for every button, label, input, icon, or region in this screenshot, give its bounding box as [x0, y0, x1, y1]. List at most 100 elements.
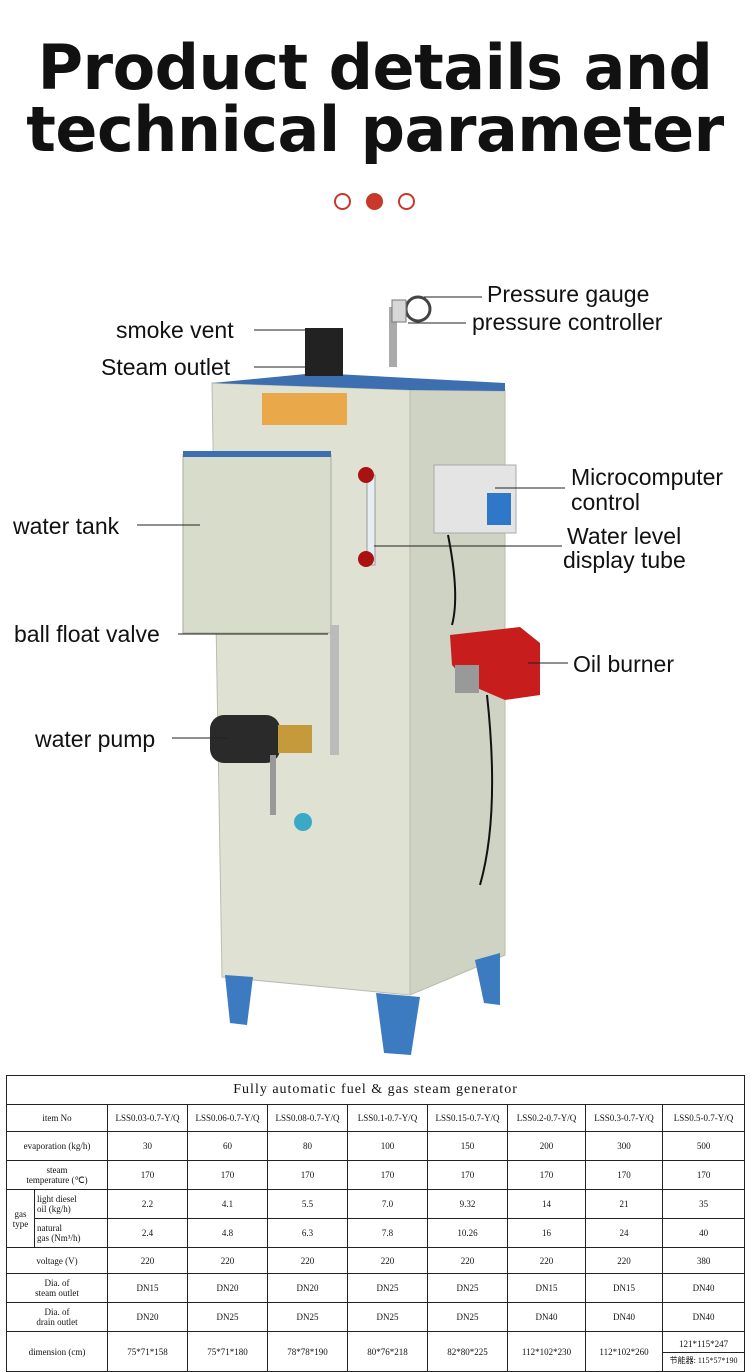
model-cell: LSS0.15-0.7-Y/Q [427, 1104, 508, 1132]
label-pressure-gauge: Pressure gauge [487, 281, 650, 307]
table-cell: 30 [107, 1131, 188, 1161]
row-label: natural gas (Nm³/h) [34, 1218, 108, 1248]
label-oil-burner: Oil burner [573, 651, 674, 677]
model-cell: LSS0.1-0.7-Y/Q [347, 1104, 428, 1132]
table-cell: 112*102*230 [507, 1331, 586, 1372]
label-water-pump: water pump [35, 726, 156, 752]
table-cell: DN40 [661, 1273, 746, 1303]
label-water-tank: water tank [13, 513, 120, 539]
table-cell: 100 [347, 1131, 428, 1161]
table-caption-row: Fully automatic fuel & gas steam generat… [5, 1075, 746, 1105]
label-water-level-line1: Water level [567, 523, 682, 549]
row-label-line: oil (kg/h) [37, 1204, 71, 1214]
table-cell: DN15 [585, 1273, 663, 1303]
table-cell: 170 [267, 1160, 348, 1190]
table-row: steam temperature (℃) 170 170 170 170 17… [6, 1160, 746, 1190]
table-cell: DN25 [187, 1302, 268, 1332]
level-valve-top [358, 467, 374, 483]
row-label: dimension (cm) [6, 1331, 108, 1372]
level-valve-bottom [358, 551, 374, 567]
title-line-1: Product details and [37, 31, 713, 104]
pressure-controller-box [391, 299, 407, 323]
table-cell: 220 [267, 1247, 348, 1274]
table-cell: 75*71*180 [187, 1331, 268, 1372]
gauge-pipe [389, 307, 397, 367]
row-label-line: Dia. of [44, 1307, 70, 1317]
leg-left [225, 975, 253, 1025]
row-label: evaporation (kg/h) [6, 1131, 108, 1161]
slide-indicator [334, 193, 418, 215]
table-row: evaporation (kg/h) 30 60 80 100 150 200 … [6, 1131, 746, 1161]
table-cell: 80*76*218 [347, 1331, 428, 1372]
table-row: Dia. of steam outlet DN15 DN20 DN20 DN25… [6, 1273, 746, 1303]
table-cell: 220 [187, 1247, 268, 1274]
model-cell: LSS0.03-0.7-Y/Q [107, 1104, 188, 1132]
steam-generator-illustration [137, 295, 568, 1055]
warning-sticker [262, 393, 347, 425]
table-cell: 220 [347, 1247, 428, 1274]
table-cell: 7.8 [347, 1218, 428, 1248]
table-cell: DN25 [347, 1302, 428, 1332]
table-cell: DN20 [187, 1273, 268, 1303]
label-microcomputer-line2: control [571, 489, 641, 515]
table-cell: 35 [661, 1189, 746, 1219]
row-label-line: steam outlet [35, 1288, 79, 1298]
table-cell: DN40 [585, 1302, 663, 1332]
row-label: light diesel oil (kg/h) [34, 1189, 108, 1219]
model-cell: LSS0.2-0.7-Y/Q [507, 1104, 586, 1132]
row-label-line: steam [46, 1164, 68, 1175]
row-label: steam temperature (℃) [6, 1160, 108, 1190]
model-cell: LSS0.3-0.7-Y/Q [585, 1104, 663, 1132]
indicator-dot-2 [366, 193, 383, 210]
row-label-line: type [12, 1218, 29, 1229]
indicator-dot-3 [398, 193, 415, 210]
leg-front [376, 993, 420, 1055]
table-cell: 5.5 [267, 1189, 348, 1219]
table-cell: 40 [661, 1218, 746, 1248]
specification-table: Fully automatic fuel & gas steam generat… [5, 1075, 746, 1372]
table-cell: DN40 [507, 1302, 586, 1332]
table-cell: 6.3 [267, 1218, 348, 1248]
table-caption: Fully automatic fuel & gas steam generat… [5, 1075, 746, 1105]
burner-fan-housing [455, 665, 479, 693]
table-cell: 200 [507, 1131, 586, 1161]
water-tank-box [182, 454, 332, 634]
row-label-line: natural [37, 1223, 62, 1233]
table-cell: 170 [507, 1160, 586, 1190]
table-cell: 220 [507, 1247, 586, 1274]
table-cell: 4.8 [187, 1218, 268, 1248]
table-cell: 170 [661, 1160, 746, 1190]
table-cell: 10.26 [427, 1218, 508, 1248]
table-header-row: item No LSS0.03-0.7-Y/Q LSS0.06-0.7-Y/Q … [6, 1104, 746, 1132]
control-panel [487, 493, 511, 525]
table-cell: 21 [585, 1189, 663, 1219]
pressure-gauge-dial [404, 295, 432, 323]
table-cell: 2.2 [107, 1189, 188, 1219]
table-row: Dia. of drain outlet DN20 DN25 DN25 DN25… [6, 1302, 746, 1332]
table-cell: 9.32 [427, 1189, 508, 1219]
gas-type-label: gas type [6, 1189, 35, 1248]
table-cell: 170 [107, 1160, 188, 1190]
water-tank-top [183, 451, 331, 457]
table-cell: 300 [585, 1131, 663, 1161]
smoke-vent-pipe [305, 328, 343, 376]
float-valve-pipe [330, 625, 339, 755]
table-cell: 4.1 [187, 1189, 268, 1219]
row-label: Dia. of drain outlet [6, 1302, 108, 1332]
table-row: voltage (V) 220 220 220 220 220 220 220 … [6, 1247, 746, 1274]
row-label: voltage (V) [6, 1247, 108, 1274]
dimension-extra: 节能器: 115*57*190 [669, 1355, 738, 1365]
label-ball-float-valve: ball float valve [14, 621, 160, 647]
table-cell: 150 [427, 1131, 508, 1161]
title-line-2: technical parameter [26, 93, 724, 166]
dimension-main: 121*115*247 [663, 1336, 745, 1353]
table-cell: DN20 [267, 1273, 348, 1303]
table-cell: 2.4 [107, 1218, 188, 1248]
label-smoke-vent: smoke vent [116, 317, 234, 343]
model-cell: LSS0.06-0.7-Y/Q [187, 1104, 268, 1132]
header-cell: item No [6, 1104, 108, 1132]
label-microcomputer-line1: Microcomputer [571, 464, 724, 490]
table-cell: DN25 [267, 1302, 348, 1332]
table-cell: DN25 [347, 1273, 428, 1303]
table-cell: 78*78*190 [267, 1331, 348, 1372]
